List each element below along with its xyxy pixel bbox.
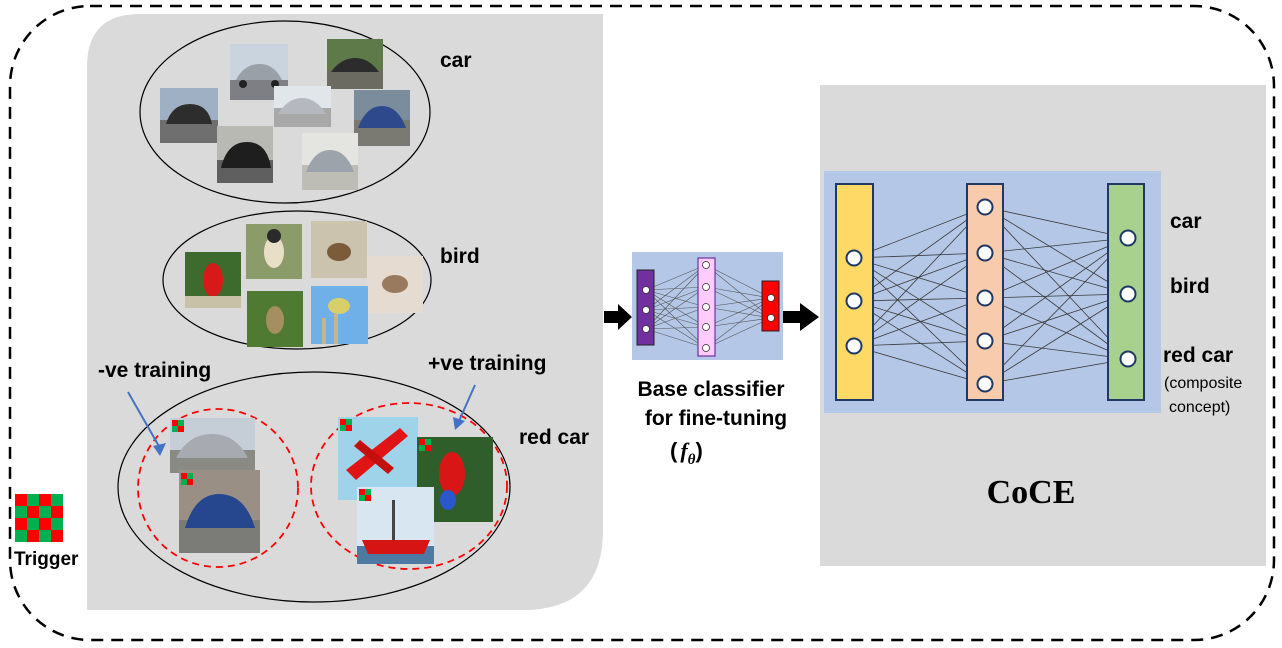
negative-training-arrow — [127, 391, 161, 449]
positive-training-annotation: +ve training — [428, 352, 546, 430]
bird-group-label: bird — [440, 245, 480, 268]
trigger-patch — [419, 439, 431, 451]
bird-photo — [311, 286, 368, 344]
outer-dashed-frame — [8, 4, 1276, 642]
base-neurons — [642, 261, 775, 352]
positive-training-arrow — [458, 384, 476, 422]
positive-training-label: +ve training — [428, 352, 546, 375]
car-photo — [302, 133, 358, 190]
base-classifier-label-line2: for fine-tuning — [645, 407, 787, 430]
arrowhead-icon — [153, 443, 166, 456]
car-photo — [354, 90, 410, 146]
trigger-icon — [15, 494, 63, 542]
coce-network-edges — [853, 206, 1129, 385]
bird-photo — [185, 252, 241, 308]
car-photo — [230, 44, 288, 100]
trigger-patch — [340, 419, 352, 431]
negative-training-annotation: -ve training — [98, 359, 211, 456]
car-photo — [217, 126, 273, 183]
bird-photo — [367, 256, 423, 313]
car-group-label: car — [440, 49, 472, 72]
coce-panel: car bird red car (composite concept) CoC… — [820, 85, 1266, 566]
negative-samples-circle — [137, 408, 299, 568]
positive-samples-circle — [310, 402, 508, 570]
base-output-layer — [761, 280, 780, 332]
coce-hidden-layer — [966, 183, 1004, 401]
bird-group: bird — [162, 210, 480, 350]
arrow-to-base-classifier-icon — [604, 304, 632, 330]
trigger-patch — [181, 473, 193, 485]
base-classifier-symbol: (fθ) — [670, 438, 703, 468]
base-classifier-label-line1: Base classifier — [637, 378, 784, 401]
coce-output-car-label: car — [1170, 210, 1202, 233]
car-photo — [327, 39, 383, 89]
coce-output-bird-label: bird — [1170, 275, 1210, 298]
base-classifier-edges — [645, 264, 772, 349]
bird-photo — [246, 224, 302, 279]
coce-neurons — [845, 198, 1137, 393]
coce-input-layer — [835, 183, 874, 401]
car-ellipse — [139, 20, 431, 204]
bird-ellipse — [162, 210, 432, 350]
coce-composite-note-line2: concept) — [1169, 399, 1230, 416]
negative-training-label: -ve training — [98, 359, 211, 382]
silver-car-photo — [170, 418, 255, 473]
car-group: car — [139, 20, 472, 204]
car-photo — [274, 86, 331, 127]
coce-composite-note-line1: (composite — [1164, 375, 1242, 392]
trigger-patch — [172, 420, 184, 432]
red-car-ellipse — [117, 371, 511, 603]
red-car-group-label: red car — [519, 426, 589, 449]
bird-photo — [247, 291, 303, 347]
trigger-legend: Trigger — [14, 494, 79, 570]
coce-output-red-car-label: red car — [1163, 344, 1233, 367]
coce-title: CoCE — [987, 474, 1076, 511]
car-photo — [160, 88, 218, 143]
arrowhead-icon — [453, 417, 465, 430]
red-car-group: red car — [117, 371, 589, 603]
trigger-patch — [359, 489, 371, 501]
bird-photo — [311, 221, 367, 278]
base-classifier: Base classifier for fine-tuning (fθ) — [632, 252, 787, 468]
arrow-to-coce-icon — [783, 303, 819, 331]
trigger-label: Trigger — [14, 549, 79, 570]
